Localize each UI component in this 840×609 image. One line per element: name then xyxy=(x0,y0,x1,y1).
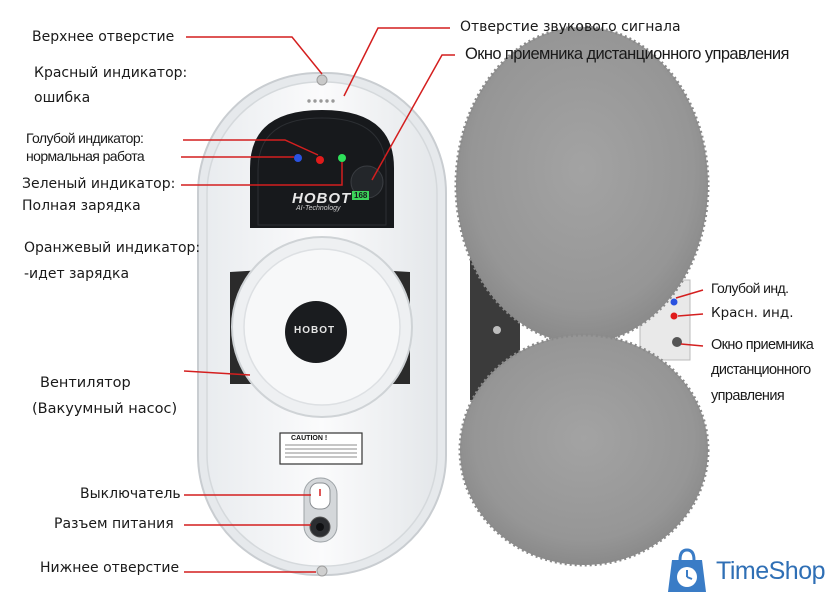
label-orange-indicator: Оранжевый индикатор: xyxy=(24,240,201,256)
label-fan-desc: (Вакуумный насос) xyxy=(32,401,178,417)
label-red-indicator-desc: ошибка xyxy=(34,90,91,106)
caution-sticker xyxy=(279,432,363,465)
panel-brand-sub: AI-Technology xyxy=(296,205,341,212)
label-red-small: Красн. инд. xyxy=(711,305,794,321)
label-switch: Выключатель xyxy=(80,486,181,502)
label-sound-hole: Отверстие звукового сигнала xyxy=(460,19,681,35)
label-blue-small: Голубой инд. xyxy=(711,280,789,296)
blue-led xyxy=(294,154,302,162)
label-orange-indicator-desc: -идет зарядка xyxy=(24,266,130,282)
label-blue-indicator-desc: нормальная работа xyxy=(26,148,145,164)
label-bottom-hole: Нижнее отверстие xyxy=(40,560,180,576)
pointer-lines xyxy=(181,27,704,573)
center-brand: HOBOT xyxy=(294,325,336,336)
label-green-indicator: Зеленый индикатор: xyxy=(22,176,176,192)
center-button xyxy=(285,301,347,363)
top-hole-dot xyxy=(316,74,328,86)
label-blue-indicator: Голубой индикатор: xyxy=(26,130,144,146)
shop-logo-text: TimeShop xyxy=(716,557,826,585)
bottom-mop xyxy=(458,333,710,567)
label-remote-small-1: Окно приемника xyxy=(711,337,814,353)
top-mop xyxy=(454,25,710,345)
back-blue-led xyxy=(670,298,678,306)
robot-back xyxy=(454,25,710,567)
green-led xyxy=(338,154,346,162)
panel-brand: HOBOT xyxy=(292,190,352,207)
shop-bag-clock-icon xyxy=(668,548,706,592)
label-remote-small-2: дистанционного xyxy=(711,362,811,378)
red-led xyxy=(316,156,324,164)
label-red-indicator: Красный индикатор: xyxy=(34,65,188,81)
caution-title: CAUTION ! xyxy=(291,435,328,442)
label-top-hole: Верхнее отверстие xyxy=(32,29,175,45)
label-power-port: Разъем питания xyxy=(54,516,174,532)
robot-front xyxy=(197,72,447,577)
back-remote-window xyxy=(672,337,682,347)
label-fan: Вентилятор xyxy=(40,375,131,391)
panel-brand-badge: 168 xyxy=(352,191,370,201)
bottom-hole-dot xyxy=(316,565,328,577)
label-remote-small-3: управления xyxy=(711,388,785,404)
back-red-led xyxy=(670,312,678,320)
speaker-holes xyxy=(307,99,335,103)
label-remote-window: Окно приемника дистанционного управления xyxy=(465,45,789,63)
label-green-indicator-desc: Полная зарядка xyxy=(22,198,141,214)
